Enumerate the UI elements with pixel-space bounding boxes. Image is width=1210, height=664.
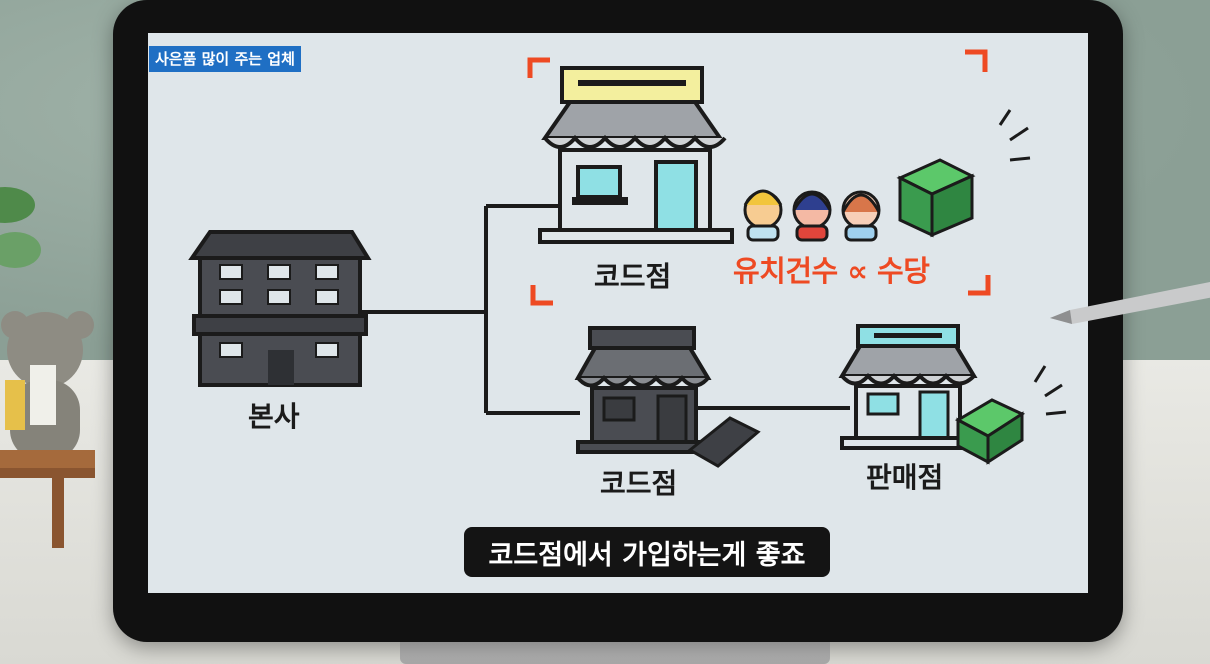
code-store-top-icon [538,66,734,244]
code-store-bottom-label: 코드점 [600,467,678,500]
subtitle-caption: 코드점에서 가입하는게 좋죠 [464,527,830,577]
topic-badge: 사은품 많이 주는 업체 [149,46,301,72]
code-store-top-label: 코드점 [594,260,672,293]
stylus-pen-icon [1050,282,1210,324]
money-stack-icon-top [896,109,1031,238]
code-store-bottom-icon [574,326,761,468]
headquarters-building-icon [188,230,372,387]
teddy-bear-icon [0,311,95,548]
commission-formula: 유치건수 ∝ 수당 [733,254,930,288]
headquarters-label: 본사 [248,400,300,433]
customers-people-icon [743,189,881,242]
connector-lines [360,204,850,415]
focus-brackets [527,49,991,306]
seller-store-icon [838,324,1067,465]
seller-label: 판매점 [866,461,944,494]
plant-icon [0,187,41,268]
